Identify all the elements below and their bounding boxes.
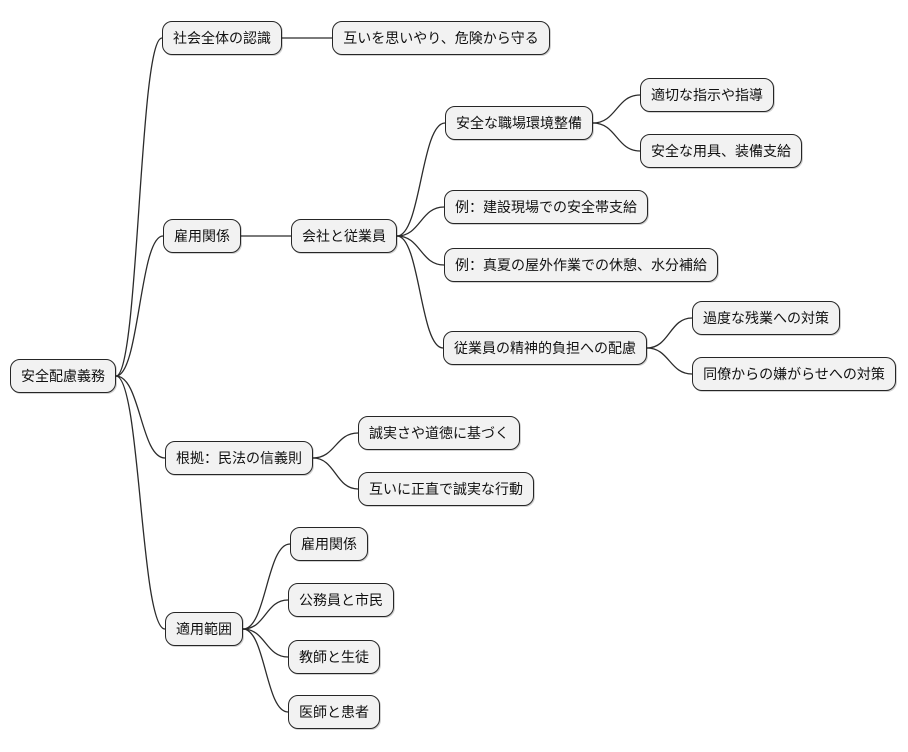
mindmap-node-n3b: 互いに正直で誠実な行動 [358, 472, 534, 506]
mindmap-edge-root-n4 [115, 375, 166, 630]
mindmap-node-n2: 雇用関係 [163, 219, 241, 253]
mindmap-node-n2a1: 安全な職場環境整備 [445, 106, 593, 140]
mindmap-node-label: 教師と生徒 [299, 649, 369, 665]
mindmap-edge-n2a4-n2a4a [646, 317, 693, 349]
mindmap-edge-root-n1 [115, 37, 163, 377]
mindmap-edge-n2a1-n2a1a [592, 94, 641, 124]
mindmap-node-n4c: 教師と生徒 [288, 640, 380, 674]
mindmap-node-n2a: 会社と従業員 [291, 219, 397, 253]
mindmap-edge-n2a4-n2a4b [646, 347, 693, 375]
mindmap-edge-n4-n4b [242, 599, 289, 630]
mindmap-node-n4a: 雇用関係 [290, 527, 368, 561]
mindmap-node-label: 例：建設現場での安全帯支給 [455, 199, 637, 215]
mindmap-node-n2a3: 例：真夏の屋外作業での休憩、水分補給 [444, 248, 718, 282]
mindmap-node-label: 同僚からの嫌がらせへの対策 [703, 366, 885, 382]
mindmap-node-n1: 社会全体の認識 [162, 21, 282, 55]
mindmap-node-label: 適用範囲 [176, 621, 232, 637]
mindmap-node-label: 過度な残業への対策 [703, 310, 829, 326]
mindmap-edge-n2a-n2a2 [396, 206, 445, 237]
mindmap-node-root: 安全配慮義務 [10, 359, 116, 393]
mindmap-edge-n2a-n2a4 [396, 235, 444, 349]
mindmap-edge-n2a1-n2a1b [592, 122, 641, 152]
mindmap-node-label: 安全な用具、装備支給 [651, 143, 791, 159]
mindmap-node-label: 例：真夏の屋外作業での休憩、水分補給 [455, 257, 707, 273]
mindmap-node-n4d: 医師と患者 [288, 695, 380, 729]
mindmap-node-label: 公務員と市民 [299, 592, 383, 608]
mindmap-edge-n3-n3a [312, 432, 359, 459]
mindmap-node-n3: 根拠：民法の信義則 [165, 441, 313, 475]
mindmap-edge-root-n2 [115, 235, 164, 377]
mindmap-node-label: 社会全体の認識 [173, 30, 271, 46]
mindmap-node-n4b: 公務員と市民 [288, 583, 394, 617]
mindmap-node-n2a1a: 適切な指示や指導 [640, 78, 774, 112]
mindmap-edge-n4-n4d [242, 628, 289, 713]
mindmap-edge-n2a-n2a1 [396, 122, 446, 237]
mindmap-node-n2a4a: 過度な残業への対策 [692, 301, 840, 335]
mindmap-edge-n4-n4c [242, 628, 289, 658]
mindmap-node-label: 雇用関係 [174, 228, 230, 244]
mindmap-node-n2a4: 従業員の精神的負担への配慮 [443, 331, 647, 365]
mindmap-node-label: 会社と従業員 [302, 228, 386, 244]
mindmap-node-n2a4b: 同僚からの嫌がらせへの対策 [692, 357, 896, 391]
mindmap-node-label: 互いに正直で誠実な行動 [369, 481, 523, 497]
mindmap-node-label: 雇用関係 [301, 536, 357, 552]
mindmap-node-n4: 適用範囲 [165, 612, 243, 646]
mindmap-node-n2a1b: 安全な用具、装備支給 [640, 134, 802, 168]
mindmap-node-label: 互いを思いやり、危険から守る [343, 30, 539, 46]
mindmap-node-n1a: 互いを思いやり、危険から守る [332, 21, 550, 55]
mindmap-node-label: 誠実さや道徳に基づく [369, 425, 509, 441]
mindmap-node-label: 根拠：民法の信義則 [176, 450, 302, 466]
mindmap-node-label: 従業員の精神的負担への配慮 [454, 340, 636, 356]
mindmap-edge-n4-n4a [242, 543, 291, 630]
mindmap-edge-n2a-n2a3 [396, 235, 445, 266]
mindmap-node-n3a: 誠実さや道徳に基づく [358, 416, 520, 450]
mindmap-node-label: 安全配慮義務 [21, 368, 105, 384]
mindmap-node-label: 適切な指示や指導 [651, 87, 763, 103]
mindmap-node-n2a2: 例：建設現場での安全帯支給 [444, 190, 648, 224]
mindmap-node-label: 安全な職場環境整備 [456, 115, 582, 131]
mindmap-edge-root-n3 [115, 375, 166, 459]
mindmap-edge-n3-n3b [312, 457, 359, 490]
mindmap-node-label: 医師と患者 [299, 704, 369, 720]
